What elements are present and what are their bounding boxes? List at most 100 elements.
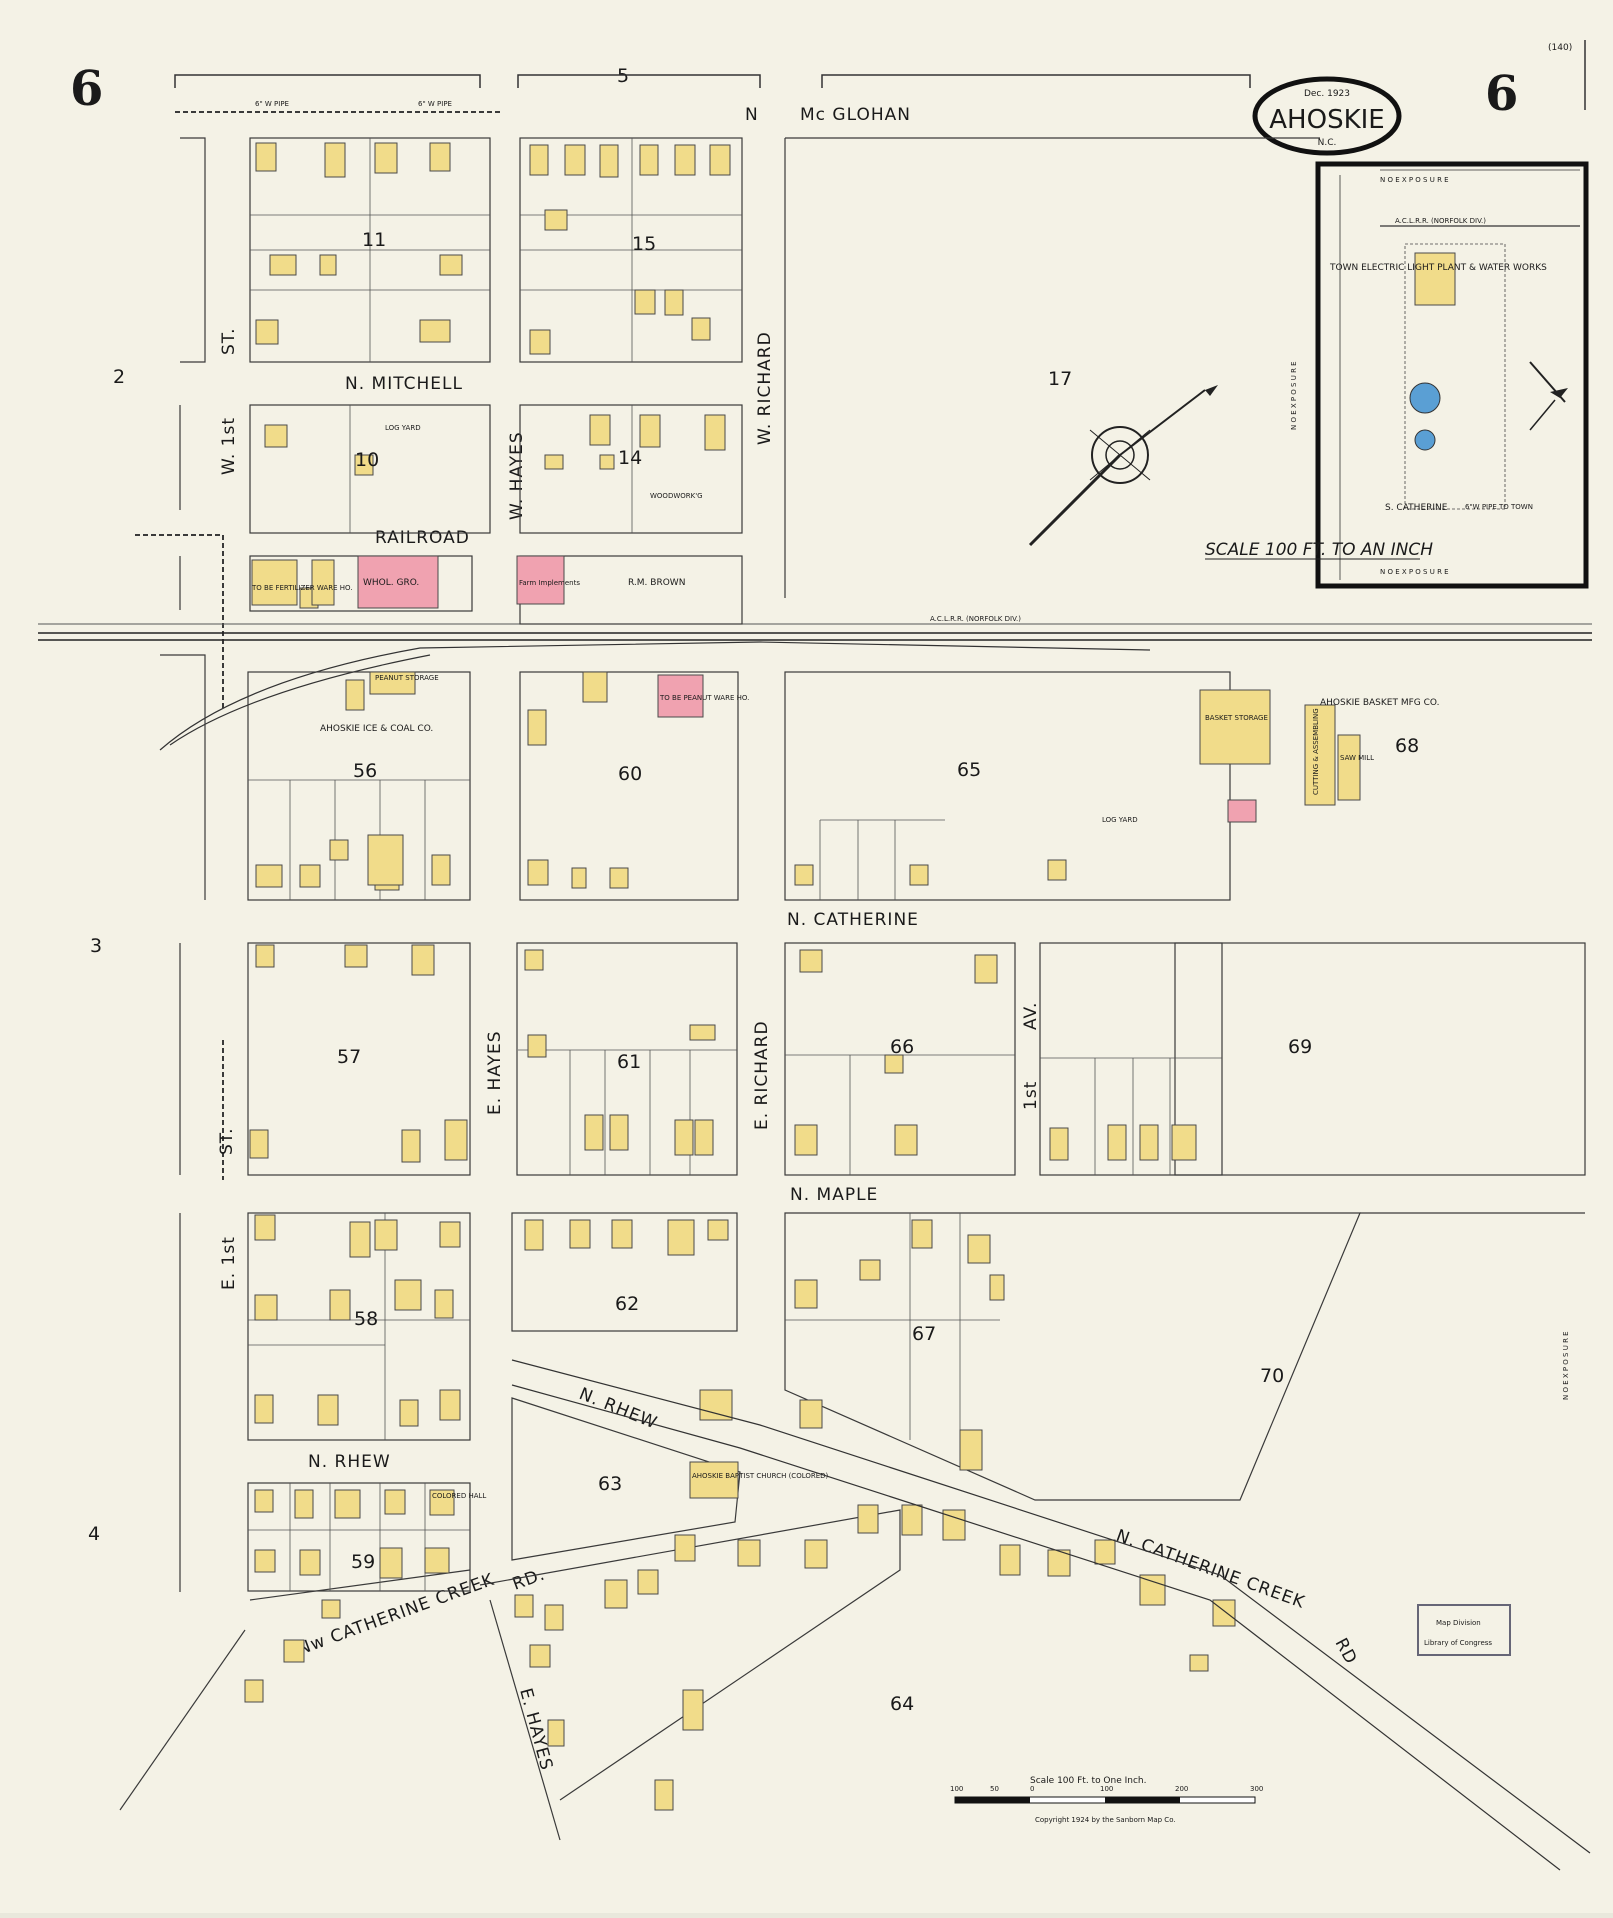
block-number: 17: [1048, 368, 1072, 390]
inset-street-s-catherine: S. CATHERINE: [1385, 503, 1448, 513]
cutting-assembling-label: CUTTING & ASSEMBLING: [1312, 708, 1320, 795]
street-e-first: E. 1st: [219, 1236, 239, 1290]
title-cartouche: Dec. 1923 AHOSKIE N.C.: [1252, 76, 1402, 156]
stamp-line-2: Library of Congress: [1424, 1639, 1492, 1647]
scale-bar-title: Scale 100 Ft. to One Inch.: [1030, 1776, 1147, 1786]
block-number: 56: [353, 760, 377, 782]
saw-mill-label: SAW MILL: [1340, 754, 1374, 762]
block-number: 11: [362, 229, 386, 251]
pipe-label: 6" W PIPE: [255, 100, 289, 108]
water-pipe-railroad: [135, 534, 224, 710]
wholesale-grocery-label: WHOL. GRO.: [363, 578, 419, 588]
ice-coal-label: AHOSKIE ICE & COAL CO.: [320, 724, 433, 734]
street-w-richard: W. RICHARD: [755, 331, 775, 445]
grid-column-label: 5: [617, 65, 629, 87]
block-number: 14: [618, 447, 642, 469]
woodworking-label: WOODWORK'G: [650, 492, 703, 500]
basket-storage-label: BASKET STORAGE: [1205, 714, 1268, 722]
no-exposure-bottom: N O E X P O S U R E: [1380, 568, 1449, 576]
street-mcglohan: Mc GLOHAN: [800, 105, 911, 125]
street-n-mitchell: N. MITCHELL: [345, 374, 463, 394]
block-number: 67: [912, 1323, 936, 1345]
street-n-maple: N. MAPLE: [790, 1185, 878, 1205]
block-number: 62: [615, 1293, 639, 1315]
street-e-richard: E. RICHARD: [752, 1020, 772, 1130]
street-first-av: 1st: [1021, 1081, 1041, 1110]
street-st: ST.: [219, 327, 239, 355]
no-exposure-right: N O E X P O S U R E: [1562, 1331, 1570, 1400]
diagonal-roads: [511, 1359, 1591, 1871]
block-number: 69: [1288, 1036, 1312, 1058]
fertilizer-label: TO BE FERTILIZER WARE HO.: [251, 584, 352, 592]
scale-tick: 50: [990, 1785, 999, 1793]
block-numbers: 11 15 17 10 14 56 60 65 68 57 61 66 69 5…: [337, 229, 1419, 1715]
inset-scale-label: SCALE 100 FT. TO AN INCH: [1205, 540, 1433, 560]
railroad-label: A.C.L.R.R. (NORFOLK DIV.): [930, 615, 1021, 623]
street-av: AV.: [1021, 1002, 1041, 1030]
state-name: N.C.: [1318, 138, 1337, 148]
peanut-storage-label: PEANUT STORAGE: [375, 674, 439, 682]
library-stamp: Map Division Library of Congress: [1417, 1604, 1511, 1656]
block-number: 65: [957, 759, 981, 781]
brown-label: R.M. BROWN: [628, 578, 685, 588]
pipe-label: 6" W PIPE: [418, 100, 452, 108]
row-label-3: 3: [90, 935, 102, 957]
row-label-4: 4: [88, 1523, 100, 1545]
farm-implements-label: Farm Implements: [519, 579, 580, 587]
sheet-number-left: 6: [70, 61, 103, 117]
scale-tick: 100: [950, 1785, 963, 1793]
block-number: 68: [1395, 735, 1419, 757]
no-exposure-left: N O E X P O S U R E: [1290, 361, 1298, 430]
scale-tick: 200: [1175, 1785, 1188, 1793]
compass-rose: [1028, 385, 1218, 547]
basket-co-label: AHOSKIE BASKET MFG CO.: [1320, 698, 1439, 708]
sheet-number-right: 6: [1485, 66, 1518, 122]
block-number: 66: [890, 1036, 914, 1058]
inset-pipe-label: 6"W PIPE TO TOWN: [1465, 503, 1533, 511]
block-number: 10: [355, 449, 379, 471]
church-label: AHOSKIE BAPTIST CHURCH (COLORED): [692, 1472, 829, 1480]
block-number: 57: [337, 1046, 361, 1068]
railroad-tracks: [38, 623, 1592, 751]
block-number: 61: [617, 1051, 641, 1073]
copyright: Copyright 1924 by the Sanborn Map Co.: [1035, 1816, 1176, 1824]
grid-edge-ticks: [174, 40, 1586, 110]
town-name: AHOSKIE: [1269, 105, 1384, 135]
north-mark: N: [745, 105, 759, 125]
no-exposure-top: N O E X P O S U R E: [1380, 176, 1449, 184]
scale-bar: Scale 100 Ft. to One Inch. 100 50 0 100 …: [950, 1776, 1263, 1824]
map-date: Dec. 1923: [1304, 89, 1350, 99]
electric-plant-label: TOWN ELECTRIC LIGHT PLANT & WATER WORKS: [1329, 263, 1547, 273]
street-e-hayes: E. HAYES: [485, 1030, 505, 1115]
inset-railroad-label: A.C.L.R.R. (NORFOLK DIV.): [1395, 217, 1486, 225]
block-number: 15: [632, 233, 656, 255]
row-label-2: 2: [113, 366, 125, 388]
street-railroad: RAILROAD: [375, 528, 470, 548]
street-w-hayes: W. HAYES: [507, 431, 527, 520]
electric-plant-inset: [1315, 161, 1589, 589]
block-number: 60: [618, 763, 642, 785]
scale-tick: 300: [1250, 1785, 1263, 1793]
scale-tick: 0: [1030, 1785, 1034, 1793]
block-number: 64: [890, 1693, 914, 1715]
colored-hall-label: COLORED HALL: [432, 1492, 486, 1500]
scale-tick: 100: [1100, 1785, 1113, 1793]
commercial-buildings: [251, 252, 1456, 1499]
log-yard-label: LOG YARD: [385, 424, 421, 432]
street-n-catherine: N. CATHERINE: [787, 910, 919, 930]
lot-lines: [248, 138, 1222, 1591]
page-ref: (140): [1548, 43, 1572, 53]
street-st-lower: ST.: [217, 1127, 237, 1155]
stamp-line-1: Map Division: [1436, 1619, 1481, 1627]
block-number: 58: [354, 1308, 378, 1330]
street-n-rhew: N. RHEW: [308, 1452, 391, 1472]
block-number: 70: [1260, 1365, 1284, 1387]
log-yard-label-2: LOG YARD: [1102, 816, 1138, 824]
block-number: 59: [351, 1551, 375, 1573]
peanut-warehouse-label: TO BE PEANUT WARE HO.: [659, 694, 749, 702]
frame-dwellings: [244, 142, 1236, 1811]
street-w-first: W. 1st: [219, 417, 239, 475]
block-number: 63: [598, 1473, 622, 1495]
